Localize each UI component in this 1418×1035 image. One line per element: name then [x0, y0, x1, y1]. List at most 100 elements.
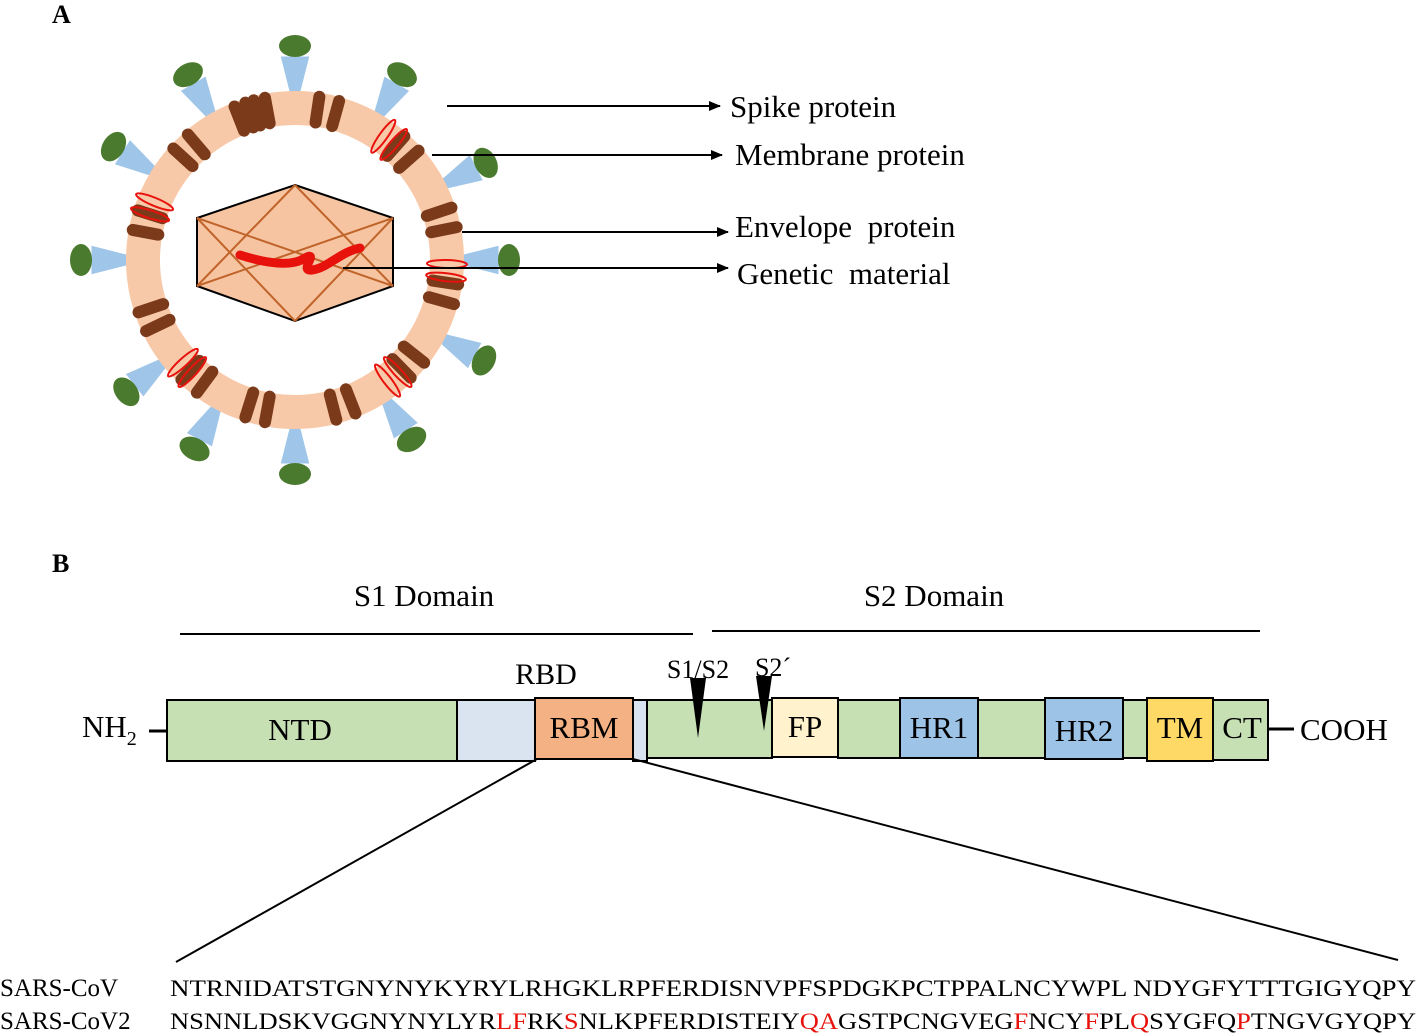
membrane-protein [131, 204, 169, 225]
membrane-protein [323, 388, 343, 426]
envelope-protein [177, 356, 208, 389]
membrane-protein [132, 298, 170, 319]
segment-fp-label: FP [788, 709, 822, 744]
rbd-label: RBD [515, 658, 577, 691]
virion-diagram [70, 35, 520, 485]
membrane-protein [140, 313, 176, 338]
membrane-proteins [126, 90, 465, 429]
mutation-residues: Q [1130, 1009, 1150, 1034]
envelope-protein [373, 363, 402, 398]
spike-head [113, 377, 140, 407]
membrane-protein [326, 95, 346, 133]
envelope-proteins [129, 118, 468, 398]
panel-a-label: A [52, 0, 71, 29]
segment-hr2-tm-linker [1122, 699, 1148, 759]
spike-head [179, 436, 210, 462]
segment-hr1-hr2-linker [977, 699, 1046, 759]
membrane-protein [258, 91, 276, 130]
membrane-protein [167, 142, 199, 173]
mutation-residues: S [564, 1009, 579, 1034]
membrane-protein [239, 386, 260, 424]
segment-hr2-label: HR2 [1055, 713, 1114, 748]
spike-head [396, 426, 427, 453]
envelope-protein [379, 127, 409, 161]
envelope-protein [129, 206, 171, 223]
spike-head [498, 244, 520, 276]
segment-tm-label: TM [1157, 710, 1204, 745]
envelope-protein [166, 347, 199, 378]
envelope-protein [382, 356, 413, 389]
segment-rbm-label: RBM [550, 710, 619, 745]
s2prime-cleavage-marker [756, 676, 772, 731]
membrane-protein [126, 223, 165, 241]
membrane-protein [426, 274, 465, 291]
nucleocapsid [196, 183, 394, 323]
segment-hr1 [899, 697, 979, 759]
s1s2-cleavage-marker [690, 678, 706, 738]
membrane-protein [309, 90, 326, 129]
genetic-material-strand [235, 243, 365, 275]
envelope-protein-label: Envelope protein [735, 209, 956, 244]
spike-stalk [91, 245, 148, 275]
spike-head [471, 345, 497, 376]
spike-stalk [280, 407, 310, 464]
spike-stalk [280, 56, 310, 113]
membrane-protein [420, 201, 458, 222]
spike-head [100, 131, 127, 162]
s1-domain-label: S1 Domain [354, 578, 495, 613]
segment-rbd-flank-left [456, 699, 536, 762]
segment-tm [1146, 697, 1214, 762]
spike-head [387, 62, 417, 88]
segment-hr1-label: HR1 [910, 710, 969, 745]
membrane-protein [393, 144, 425, 174]
zoom-line-right [632, 758, 1399, 961]
spike-domain-bar: NTD RBM FP HR1 HR2 TM CT [166, 697, 1269, 762]
sequence-alignment: SARS-CoV NTRNIDATSTGNYNYKYRYLRHGKLRPFERD… [0, 975, 1416, 1035]
n-terminus-label: NH2 [82, 709, 137, 750]
c-terminus-label: COOH [1300, 712, 1388, 747]
segment-ct [1212, 699, 1269, 761]
mutation-residues: P [1236, 1009, 1251, 1034]
membrane-protein [258, 390, 276, 429]
membrane-protein [422, 291, 460, 311]
segment-s2-linker [646, 699, 773, 759]
sequence-name-sars-cov2: SARS-CoV2 [0, 1008, 131, 1035]
sequence-sars-cov: NTRNIDATSTGNYNYKYRYLRHGKLRPFERDISNVPFSPD… [170, 976, 1416, 1001]
envelope-protein [425, 271, 467, 283]
membrane-protein [239, 96, 260, 134]
segment-ntd [166, 699, 458, 762]
envelope-protein [370, 118, 397, 154]
segment-rbd-flank-right [632, 699, 648, 762]
mutation-residues: QA [800, 1009, 839, 1034]
mutation-residues: LF [496, 1009, 527, 1034]
membrane-protein [228, 100, 251, 137]
membrane-protein [181, 128, 211, 161]
membrane-protein [339, 383, 362, 420]
segment-ntd-label: NTD [268, 712, 332, 747]
segment-fp-hr1-linker [837, 699, 901, 759]
genetic-material-label: Genetic material [737, 256, 950, 291]
zoom-line-left [175, 758, 538, 963]
spike-head [173, 62, 203, 88]
spike-protein-label: Spike protein [730, 89, 897, 124]
envelope-protein [135, 192, 175, 212]
mutation-residues: F [1084, 1009, 1099, 1034]
membrane-protein [190, 365, 219, 399]
sequence-name-sars-cov: SARS-CoV [0, 975, 118, 1002]
spike-head [70, 244, 92, 276]
spike-head [279, 463, 311, 485]
segment-rbm [534, 697, 634, 760]
membrane-protein [425, 221, 463, 239]
membrane-protein [397, 340, 431, 369]
panel-b-label: B [52, 549, 69, 578]
callout-arrows [343, 101, 729, 273]
mutation-residues: F [1013, 1009, 1028, 1034]
spike-head [279, 35, 311, 57]
membrane-protein [386, 353, 417, 384]
s2-domain-label: S2 Domain [864, 578, 1005, 613]
membrane-protein-label: Membrane protein [735, 137, 965, 172]
membrane-protein [247, 94, 267, 132]
